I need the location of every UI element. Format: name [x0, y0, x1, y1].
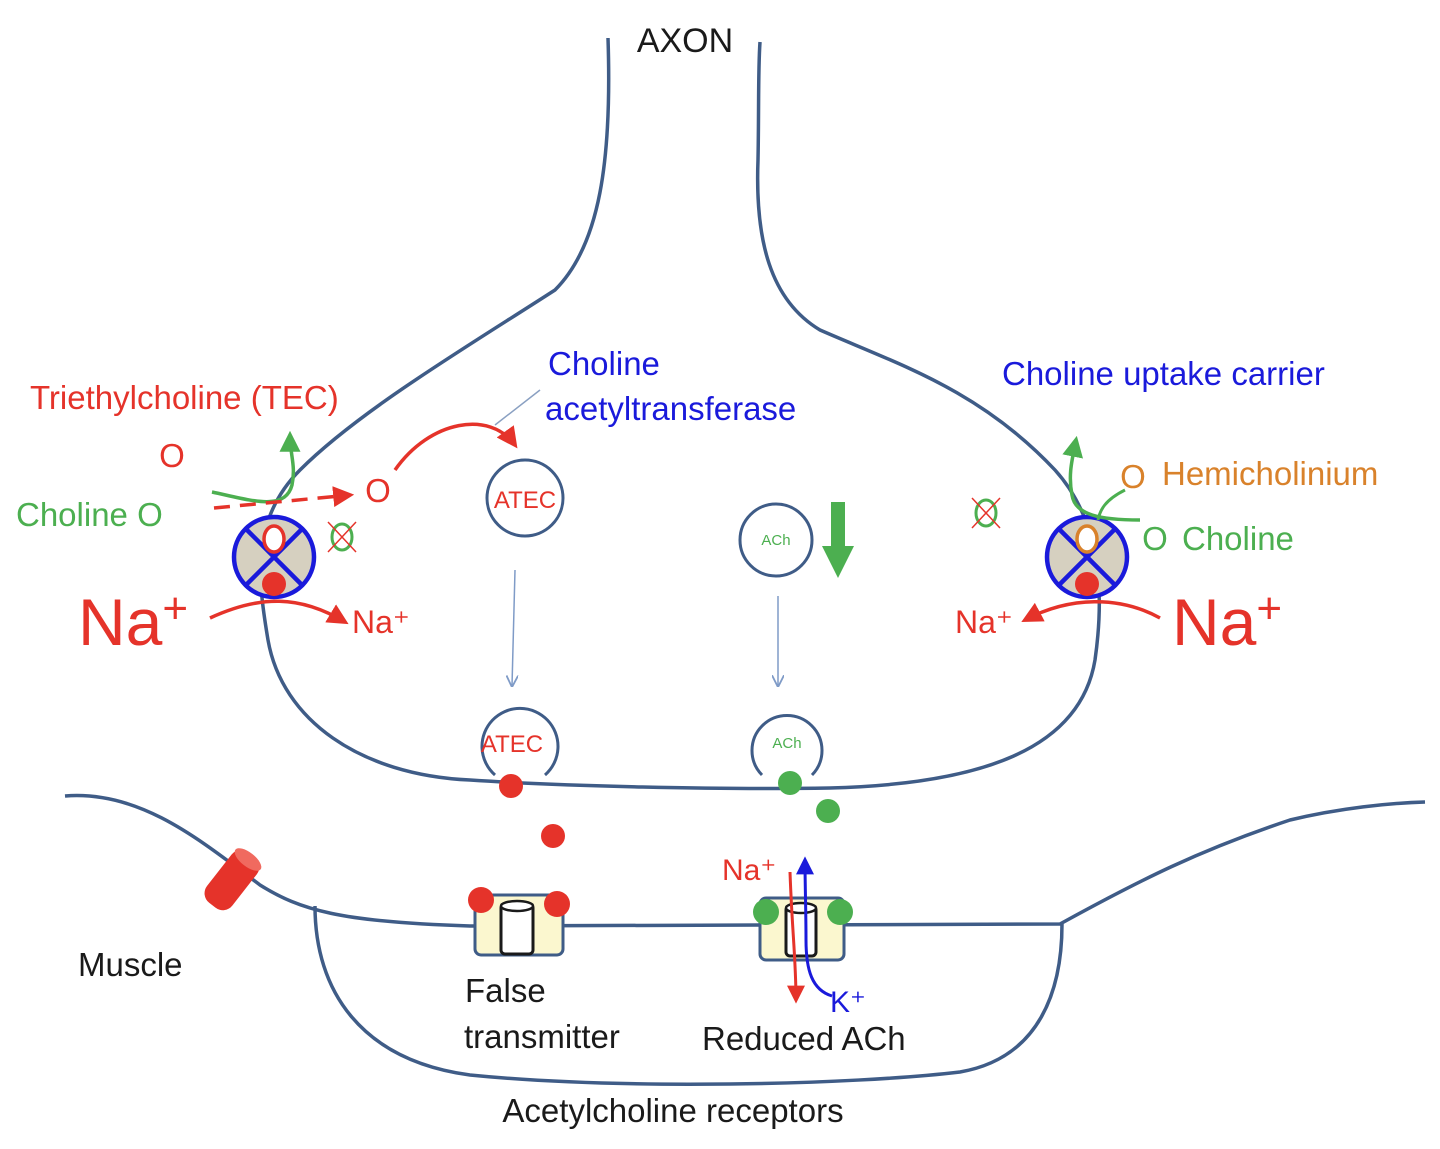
k-channel-label: K⁺ — [830, 986, 866, 1019]
false-transmitter-line1: False — [465, 972, 546, 1009]
muscle-channel-icon — [204, 848, 262, 911]
chat-label-line1: Choline — [548, 345, 660, 382]
atec-top-label: ATEC — [494, 487, 556, 514]
hemicholinium-molecule-label: O — [1120, 458, 1146, 495]
junctional-fold — [313, 905, 1064, 1086]
choline-right-molecule-label: O — [1142, 520, 1168, 557]
chat-pointer-line — [494, 389, 541, 426]
atec-vesicle-docked — [480, 706, 560, 777]
left-na-arrow — [209, 599, 349, 625]
left-choline-efflux-arrow — [211, 430, 301, 504]
choline-left-label: Choline O — [16, 496, 163, 533]
right-choline-influx-arrow — [1062, 435, 1141, 522]
ach-docked-label: ACh — [772, 735, 801, 752]
presynaptic-membrane — [258, 37, 1102, 791]
hemicholinium-arrow — [1096, 488, 1126, 521]
plus-superscript: + — [1256, 584, 1282, 633]
tec-release-dot — [499, 774, 523, 798]
ach-free-dot — [816, 799, 840, 823]
right-choline-carrier — [1044, 514, 1130, 600]
plus-superscript: + — [162, 584, 188, 633]
tec-molecule-label: O — [159, 437, 185, 474]
ach-vesicle-top — [738, 502, 814, 578]
atec-vesicle-top — [485, 458, 565, 538]
false-transmitter-receptor — [468, 887, 570, 957]
left-tec-dashed-arrow — [213, 486, 355, 510]
reduced-ach-label: Reduced ACh — [702, 1020, 906, 1057]
na-big-right-label: Na+ — [1172, 584, 1282, 659]
na-big-left-label: Na+ — [78, 584, 188, 659]
choline-right-label: Choline — [1182, 520, 1294, 557]
na-small-right-label: Na⁺ — [955, 604, 1013, 640]
atec-transport-arrow — [512, 569, 515, 686]
atec-docked-label: ATEC — [481, 731, 543, 758]
left-choline-carrier — [231, 514, 317, 600]
tec-free-dot — [541, 824, 565, 848]
decrease-arrow-icon — [822, 502, 854, 578]
ach-vesicle-docked — [750, 714, 824, 777]
tec-to-atec-arrow — [393, 422, 518, 472]
right-na-arrow — [1021, 600, 1161, 622]
tec-intracellular-label: O — [365, 472, 391, 509]
tec-label: Triethylcholine (TEC) — [30, 379, 339, 416]
chat-label-line2: acetyltransferase — [545, 390, 796, 427]
ach-release-dot — [778, 771, 802, 795]
na-channel-label: Na⁺ — [722, 854, 776, 887]
ach-receptor-channel — [753, 856, 853, 1004]
ach-top-label: ACh — [761, 532, 790, 549]
carrier-label: Choline uptake carrier — [1002, 355, 1325, 392]
hemicholinium-label: Hemicholinium — [1162, 455, 1378, 492]
muscle-membrane — [64, 793, 1426, 928]
axon-label: AXON — [637, 22, 733, 60]
receptors-label: Acetylcholine receptors — [502, 1092, 843, 1129]
muscle-label: Muscle — [78, 946, 183, 983]
na-small-left-label: Na⁺ — [352, 604, 410, 640]
false-transmitter-line2: transmitter — [464, 1018, 620, 1055]
blocked-choline-left-icon — [327, 521, 357, 553]
blocked-choline-right-icon — [971, 497, 1001, 529]
